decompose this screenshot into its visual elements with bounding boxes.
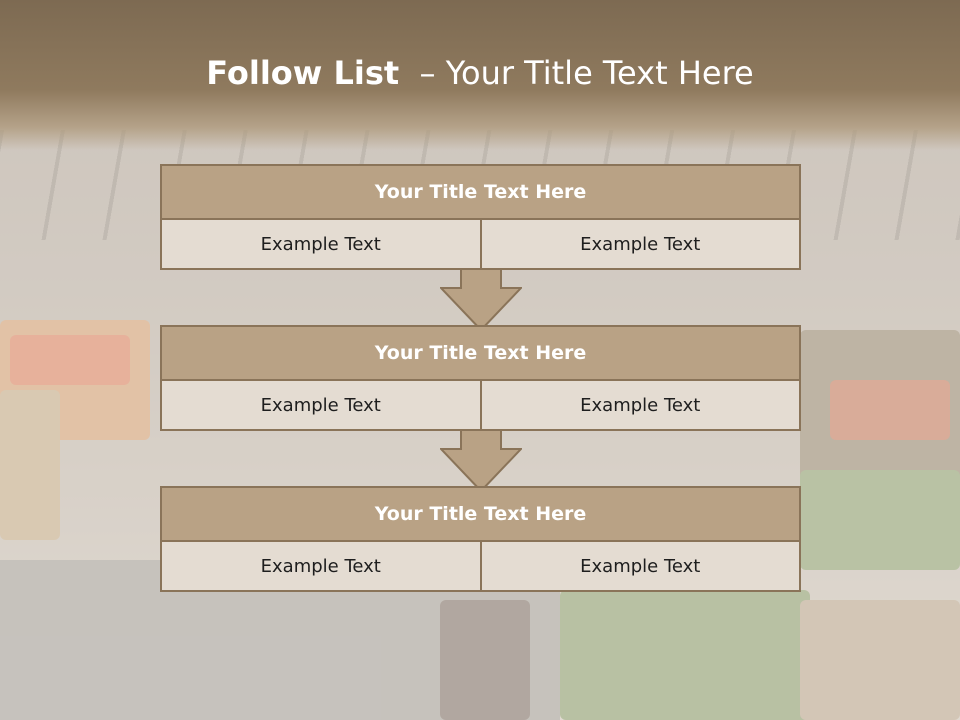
step-title-3: Your Title Text Here xyxy=(160,486,801,542)
down-arrow-icon-1 xyxy=(440,268,522,332)
page-title-strong: Follow List xyxy=(206,54,400,92)
header-band xyxy=(0,0,960,150)
page-title-rest: Your Title Text Here xyxy=(445,54,754,92)
step-title-1: Your Title Text Here xyxy=(160,164,801,220)
step-row-2: Example Text Example Text xyxy=(160,381,801,431)
step-box-1: Your Title Text Here Example Text Exampl… xyxy=(160,164,801,270)
down-arrow-icon-2 xyxy=(440,429,522,493)
step-box-3: Your Title Text Here Example Text Exampl… xyxy=(160,486,801,592)
step-cell-1-right: Example Text xyxy=(481,220,801,270)
page-title-separator: – xyxy=(399,54,446,92)
step-box-2: Your Title Text Here Example Text Exampl… xyxy=(160,325,801,431)
step-row-3: Example Text Example Text xyxy=(160,542,801,592)
step-title-2: Your Title Text Here xyxy=(160,325,801,381)
page-title: Follow List – Your Title Text Here xyxy=(0,54,960,92)
step-cell-1-left: Example Text xyxy=(160,220,482,270)
step-cell-2-left: Example Text xyxy=(160,381,482,431)
step-row-1: Example Text Example Text xyxy=(160,220,801,270)
step-cell-3-left: Example Text xyxy=(160,542,482,592)
step-cell-3-right: Example Text xyxy=(481,542,801,592)
step-cell-2-right: Example Text xyxy=(481,381,801,431)
